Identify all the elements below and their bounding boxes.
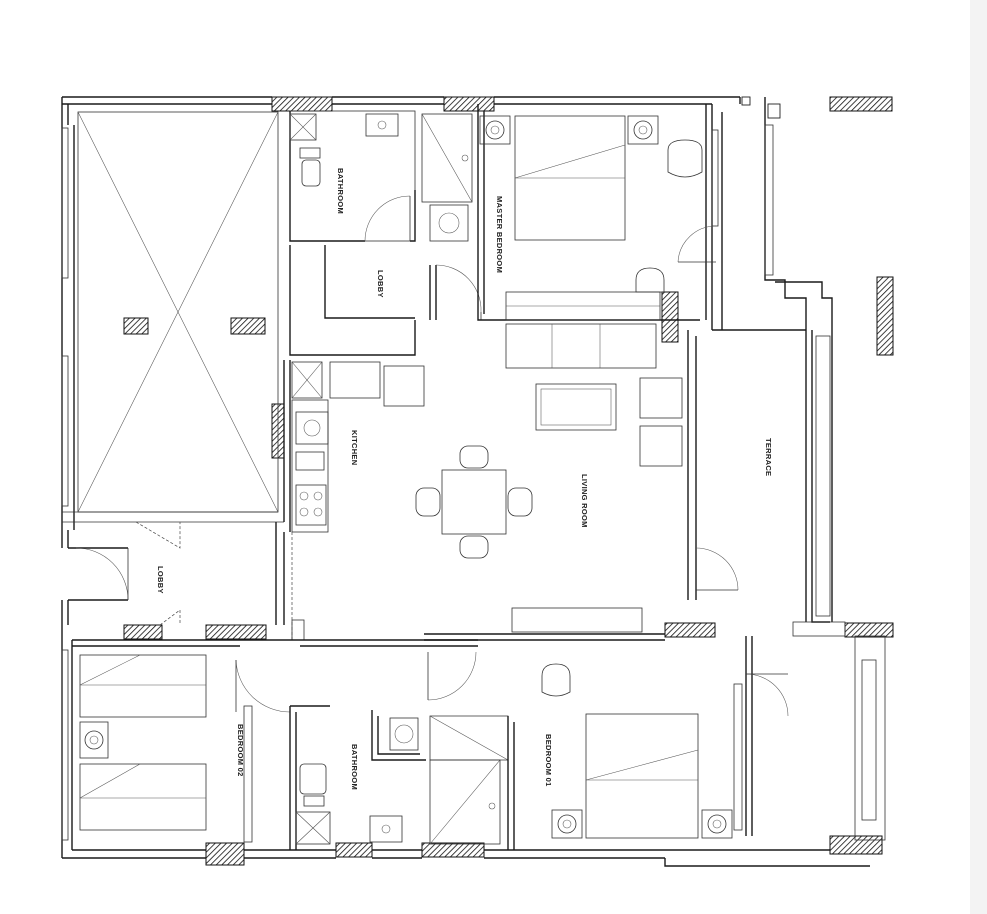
label-bathroom-bottom: BATHROOM xyxy=(350,744,359,790)
bathroom-bottom xyxy=(289,651,509,850)
label-bedroom-02: BEDROOM 02 xyxy=(236,724,245,777)
page-edge xyxy=(970,0,987,914)
label-kitchen: KITCHEN xyxy=(350,430,359,465)
label-master-bedroom: MASTER BEDROOM xyxy=(495,196,504,273)
marker xyxy=(741,96,751,106)
label-bathroom-top: BATHROOM xyxy=(336,168,345,214)
kitchen xyxy=(283,360,425,533)
lobby-left xyxy=(68,521,305,641)
open-void xyxy=(61,111,284,841)
outer-walls xyxy=(61,96,870,867)
bathroom-top xyxy=(289,110,473,242)
label-lobby-top: LOBBY xyxy=(376,270,385,298)
bedroom-02 xyxy=(72,639,478,843)
label-terrace: TERRACE xyxy=(764,438,773,476)
living-room xyxy=(291,323,739,640)
bedroom-01 xyxy=(424,633,789,850)
master-bedroom xyxy=(477,104,719,330)
marker xyxy=(767,103,781,119)
label-lobby-left: LOBBY xyxy=(156,566,165,594)
terrace xyxy=(712,112,886,841)
label-living-room: LIVING ROOM xyxy=(580,474,589,528)
lobby-top xyxy=(289,245,482,356)
columns xyxy=(123,96,894,866)
label-bedroom-01: BEDROOM 01 xyxy=(544,734,553,787)
